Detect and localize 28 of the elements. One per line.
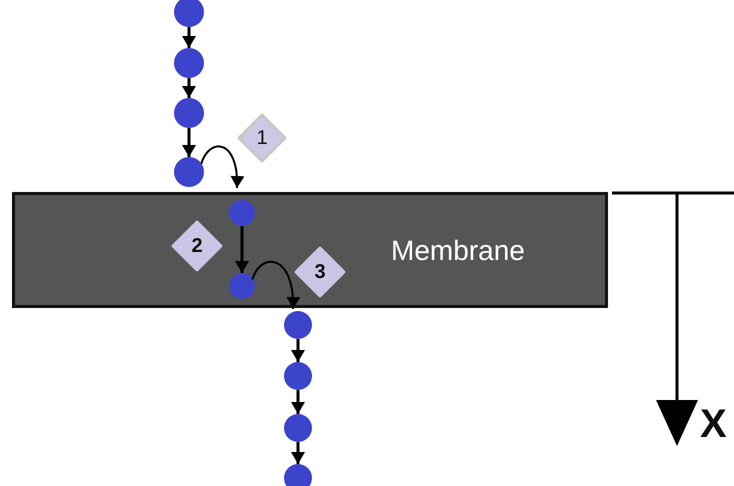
- arrow: [291, 339, 305, 362]
- arrow: [182, 78, 196, 98]
- step-number: 2: [191, 234, 203, 258]
- bead-circle: [284, 311, 312, 339]
- arrow: [200, 145, 244, 188]
- bead-circle: [174, 48, 204, 78]
- bead-circle: [284, 414, 312, 442]
- step-diamond: [293, 245, 347, 299]
- arrow: [182, 128, 196, 157]
- bead-circle: [284, 362, 312, 390]
- bead-circle: [174, 0, 204, 27]
- arrow: [291, 390, 305, 414]
- arrow: [251, 260, 300, 310]
- membrane-label: Membrane: [391, 235, 525, 267]
- arrow: [235, 226, 249, 273]
- arrow: [291, 442, 305, 464]
- bead-circle: [229, 273, 255, 299]
- membrane-box: [12, 192, 608, 308]
- bead-circle: [229, 200, 255, 226]
- axis-label: X: [700, 402, 727, 447]
- step-number: 1: [256, 126, 268, 150]
- bead-circle: [174, 98, 204, 128]
- step-diamond: [236, 112, 288, 164]
- step-diamond: [170, 219, 224, 273]
- bead-circle: [284, 464, 312, 486]
- arrow: [182, 27, 196, 48]
- bead-circle: [174, 157, 204, 187]
- step-number: 3: [314, 260, 326, 284]
